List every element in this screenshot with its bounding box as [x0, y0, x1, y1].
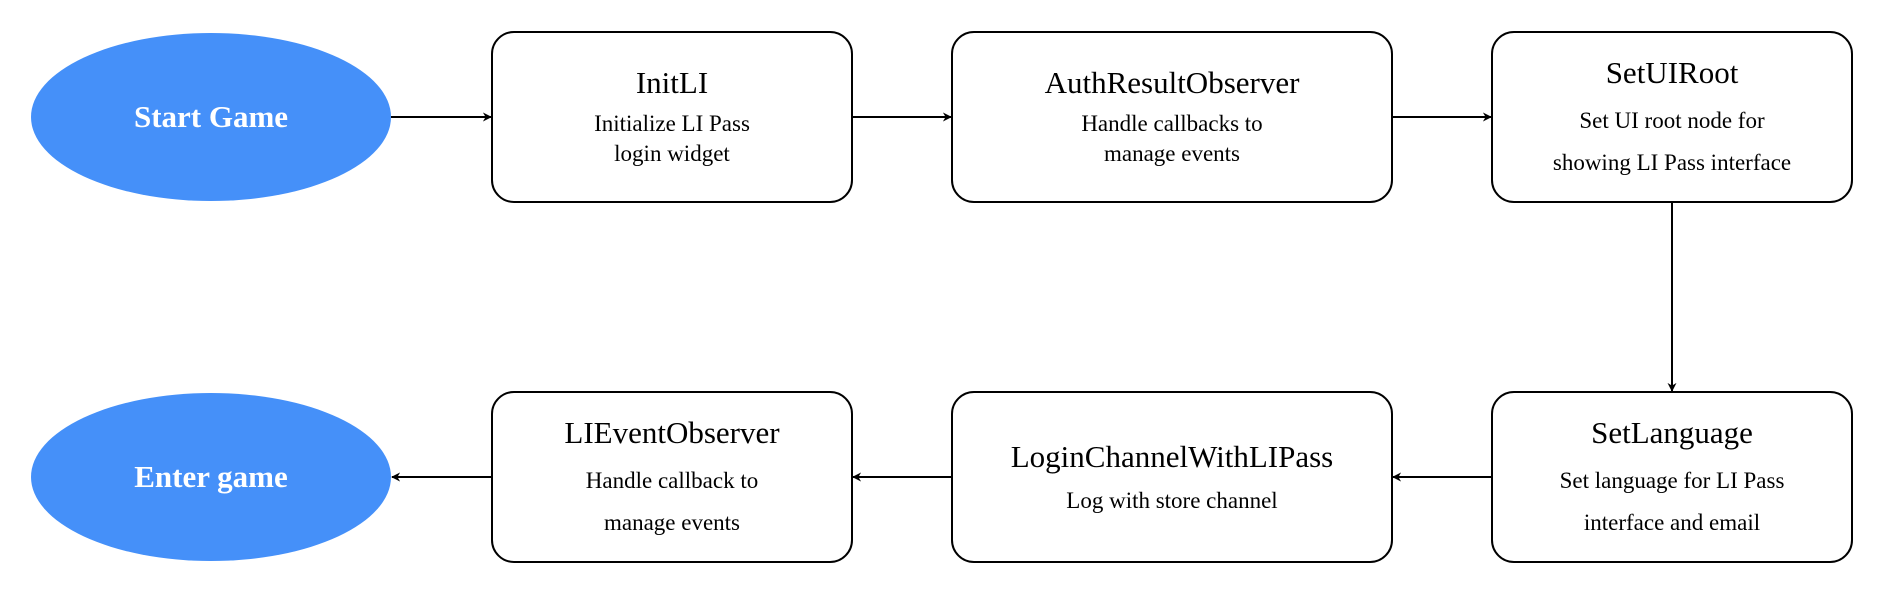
li-event-observer-title: LIEventObserver: [564, 415, 780, 450]
setlanguage-line-1: Set language for LI Pass: [1560, 468, 1785, 493]
enter-game-node: Enter game: [31, 393, 391, 561]
login-channel-box: [951, 391, 1393, 563]
initli-node: InitLI Initialize LI Pass login widget: [491, 31, 853, 203]
login-channel-node: LoginChannelWithLIPass Log with store ch…: [951, 391, 1393, 563]
start-game-label: Start Game: [134, 99, 288, 134]
li-event-observer-line-2: manage events: [604, 510, 740, 535]
setuiroot-node: SetUIRoot Set UI root node for showing L…: [1491, 31, 1853, 203]
auth-result-observer-line-2: manage events: [1104, 141, 1240, 166]
setlanguage-line-2: interface and email: [1584, 510, 1760, 535]
initli-line-2: login widget: [614, 141, 730, 166]
login-channel-line-1: Log with store channel: [1066, 488, 1277, 513]
setuiroot-line-2: showing LI Pass interface: [1553, 150, 1791, 175]
li-event-observer-line-1: Handle callback to: [586, 468, 758, 493]
initli-line-1: Initialize LI Pass: [594, 111, 750, 136]
auth-result-observer-title: AuthResultObserver: [1045, 65, 1301, 100]
initli-title: InitLI: [636, 65, 708, 100]
enter-game-label: Enter game: [134, 459, 288, 494]
setuiroot-title: SetUIRoot: [1606, 55, 1739, 90]
login-channel-title: LoginChannelWithLIPass: [1011, 439, 1334, 474]
start-game-node: Start Game: [31, 33, 391, 201]
auth-result-observer-line-1: Handle callbacks to: [1081, 111, 1262, 136]
setlanguage-node: SetLanguage Set language for LI Pass int…: [1491, 391, 1853, 563]
enter-game-shape: [31, 393, 391, 561]
auth-result-observer-node: AuthResultObserver Handle callbacks to m…: [951, 31, 1393, 203]
start-game-shape: [31, 33, 391, 201]
setlanguage-title: SetLanguage: [1591, 415, 1753, 450]
li-event-observer-node: LIEventObserver Handle callback to manag…: [491, 391, 853, 563]
setuiroot-line-1: Set UI root node for: [1579, 108, 1765, 133]
